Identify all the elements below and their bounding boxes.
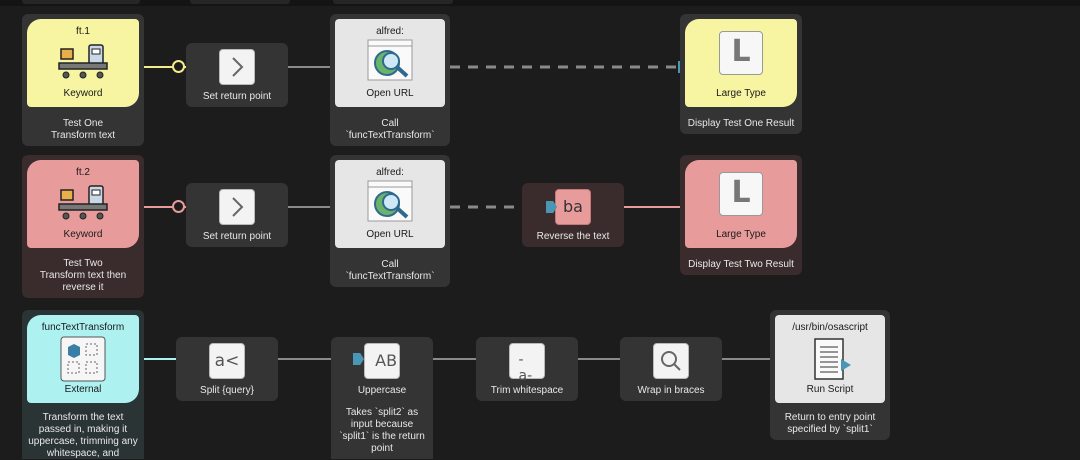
- node-label: Split {query}: [200, 385, 254, 396]
- action-label: Open URL: [366, 229, 414, 240]
- large-type-1[interactable]: L Large Type Display Test One Result: [680, 14, 802, 134]
- node-label: Uppercase: [357, 385, 407, 396]
- uppercase-icon: AB: [364, 343, 400, 379]
- node-label: Wrap in braces: [637, 385, 705, 396]
- window-top-bar: [0, 0, 1080, 6]
- action-label: Open URL: [366, 88, 414, 99]
- node-label: Reverse the text: [536, 231, 610, 242]
- output-connector[interactable]: [172, 200, 185, 213]
- split-query-node[interactable]: a< Split {query}: [176, 337, 278, 401]
- run-script-node[interactable]: /usr/bin/osascript Run Script Return to …: [770, 310, 890, 440]
- reverse-text-node[interactable]: ba Reverse the text: [522, 183, 624, 247]
- node-label: Trim whitespace: [490, 385, 564, 396]
- conveyor-belt-icon: [58, 44, 108, 79]
- conveyor-belt-icon: [58, 185, 108, 220]
- large-type-icon: L: [719, 31, 763, 75]
- keyword-type-label: Keyword: [63, 88, 103, 99]
- action-label: Large Type: [716, 88, 766, 99]
- node-note: Call`funcTextTransform`: [345, 118, 435, 141]
- url-globe-icon: [367, 180, 413, 222]
- set-return-point-2[interactable]: Set return point: [186, 183, 288, 247]
- trim-whitespace-node[interactable]: -a- Trim whitespace: [476, 337, 578, 401]
- output-connector[interactable]: [172, 60, 185, 73]
- action-label: Run Script: [806, 384, 854, 395]
- url-text: alfred:: [376, 26, 404, 37]
- reverse-text-icon: ba: [555, 189, 591, 225]
- magnifier-icon: [653, 343, 689, 379]
- node-label: Set return point: [202, 231, 272, 242]
- input-connector[interactable]: [353, 353, 364, 365]
- node-note: Display Test Two Result: [688, 259, 794, 270]
- external-card[interactable]: funcTextTransform External: [27, 315, 139, 403]
- url-globe-icon: [367, 39, 413, 81]
- run-script-card[interactable]: /usr/bin/osascript Run Script: [775, 315, 885, 403]
- large-type-card[interactable]: L Large Type: [685, 19, 797, 107]
- action-label: Large Type: [716, 229, 766, 240]
- external-trigger-icon: [60, 336, 106, 382]
- open-url-card[interactable]: alfred: Open URL: [335, 19, 445, 107]
- url-text: alfred:: [376, 167, 404, 178]
- chevron-right-icon: [219, 49, 255, 85]
- split-icon: a<: [209, 343, 245, 379]
- trigger-type-label: External: [64, 384, 102, 395]
- wrap-in-braces-node[interactable]: Wrap in braces: [620, 337, 722, 401]
- input-connector[interactable]: [546, 201, 557, 213]
- keyword-text: ft.1: [76, 26, 90, 37]
- keyword-type-label: Keyword: [63, 229, 103, 240]
- open-url-card[interactable]: alfred: Open URL: [335, 160, 445, 248]
- script-language: /usr/bin/osascript: [792, 322, 868, 333]
- script-scroll-icon: [814, 338, 851, 380]
- node-note: Call`funcTextTransform`: [345, 259, 435, 282]
- external-title: funcTextTransform: [41, 322, 125, 333]
- node-note: Display Test One Result: [687, 118, 795, 129]
- node-label: Set return point: [202, 91, 272, 102]
- external-trigger-functexttransform[interactable]: funcTextTransform External Transform the…: [22, 310, 144, 459]
- keyword-card[interactable]: ft.1 Keyword: [27, 19, 139, 107]
- keyword-card[interactable]: ft.2 Keyword: [27, 160, 139, 248]
- open-url-2[interactable]: alfred: Open URL Call`funcTextTransform`: [330, 155, 450, 287]
- keyword-text: ft.2: [76, 167, 90, 178]
- open-url-1[interactable]: alfred: Open URL Call`funcTextTransform`: [330, 14, 450, 146]
- large-type-card[interactable]: L Large Type: [685, 160, 797, 248]
- trim-icon: -a-: [509, 343, 545, 384]
- large-type-icon: L: [719, 172, 763, 216]
- set-return-point-1[interactable]: Set return point: [186, 43, 288, 107]
- large-type-2[interactable]: L Large Type Display Test Two Result: [680, 155, 802, 275]
- chevron-right-icon: [219, 189, 255, 225]
